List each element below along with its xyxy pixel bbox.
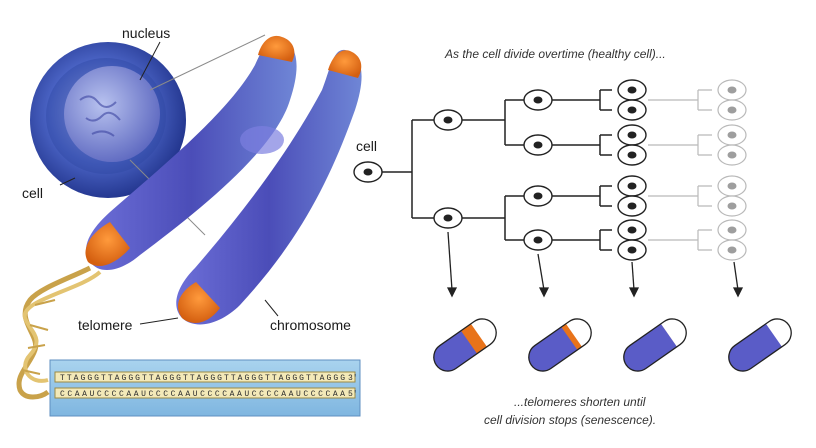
cell-label-left: cell [22,185,43,201]
chromosome-tip [618,313,692,377]
cell-icon-faint [717,79,747,101]
nucleus-label: nucleus [122,25,170,41]
telomere-cap [177,282,220,323]
cell-icon [617,175,647,197]
dna-strand-box: TTAGGGTTAGGGTTAGGGTTAGGGTTAGGGTTAGGGTTAG… [49,359,361,417]
cell-icon [617,219,647,241]
dna-helix [16,265,102,400]
cell-label-tree: cell [356,138,377,154]
caption-bottom-line1: ...telomeres shorten until [514,395,646,409]
telomere-cap [328,50,362,78]
cell-icon-faint [717,219,747,241]
cell-icon [617,195,647,217]
parent-cell-icon [353,161,383,183]
cell-icon [523,229,553,251]
cell-icon [617,144,647,166]
telomere-cap [85,222,130,267]
cell-icon [433,109,463,131]
chromosome-tip [428,313,502,377]
chromosome-illustration [85,35,362,325]
chromosome-label: chromosome [270,317,351,333]
chromosome-tip [523,313,597,377]
caption-top: As the cell divide overtime (healthy cel… [444,47,666,61]
cell-icon [523,134,553,156]
telomere-shortening-tips [428,313,797,377]
cell-icon [433,207,463,229]
dna-bottom-end: 5' [348,390,358,399]
cell-icon-faint [717,99,747,121]
cell-icon [617,239,647,261]
cell-icon [617,124,647,146]
cell-icon-faint [717,175,747,197]
caption-bottom-line2: cell division stops (senescence). [484,413,656,427]
cell-icon-faint [717,195,747,217]
cell-icon-faint [717,124,747,146]
telomere-label: telomere [78,317,133,333]
cell-illustration [30,34,266,236]
dna-top-sequence: TTAGGGTTAGGGTTAGGGTTAGGGTTAGGGTTAGGGTTAG… [60,374,345,383]
cell-icon [617,99,647,121]
cell-icon [523,89,553,111]
cell-icon-faint [717,144,747,166]
cell-icon-faint [717,239,747,261]
dna-top-end: 3' [348,374,358,383]
cell-division-tree: cell [353,79,747,298]
chromosome-tip [723,313,797,377]
cell-icon [523,185,553,207]
cell-icon [617,79,647,101]
dna-bottom-sequence: CCAAUCCCCAAUCCCCAAUCCCCAAUCCCCAAUCCCCAA [60,390,345,399]
telomere-cap [258,35,295,62]
